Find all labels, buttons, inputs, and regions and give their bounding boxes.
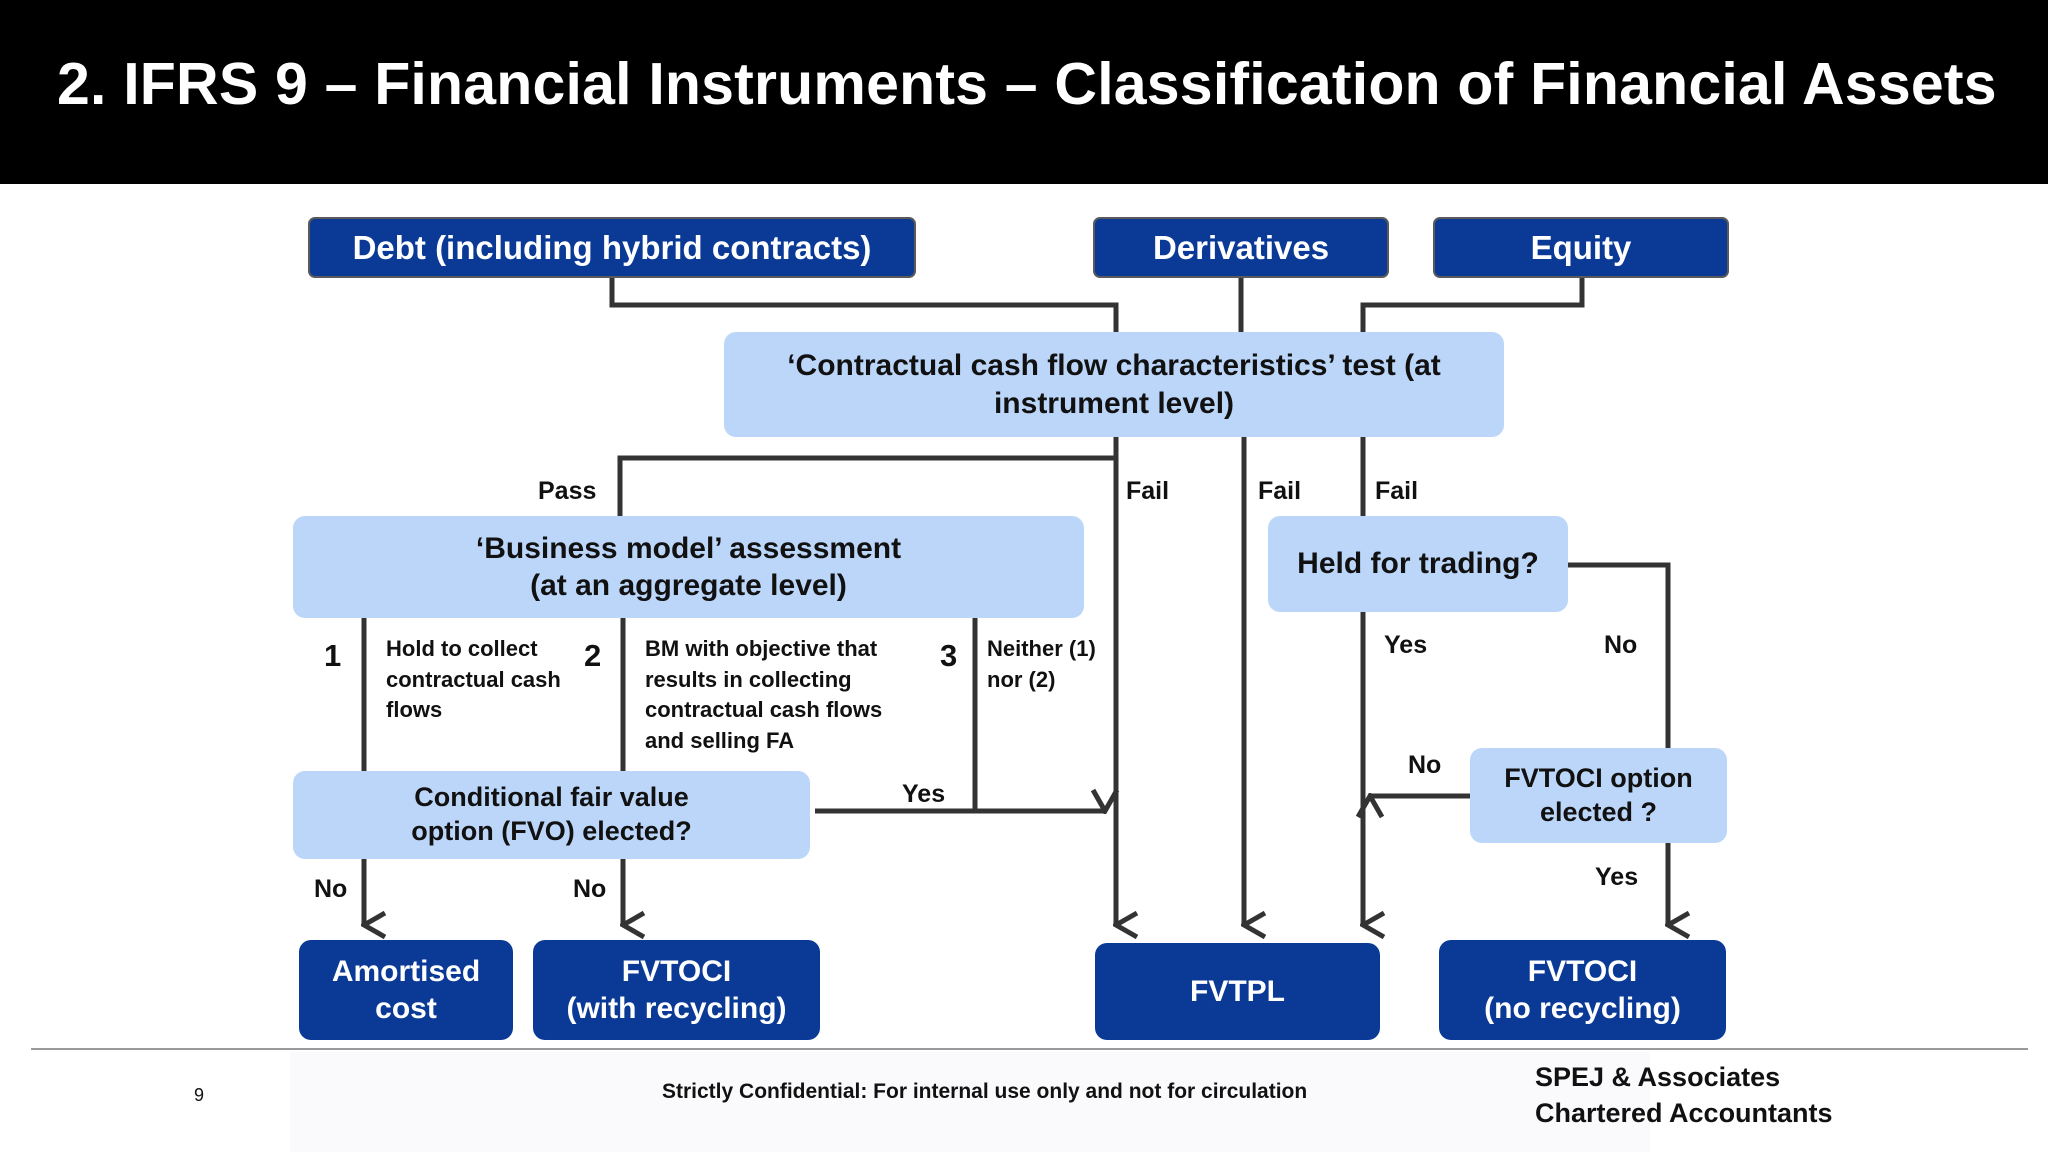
fvtoci-recycling-box: FVTOCI (with recycling): [533, 940, 820, 1040]
footer-divider: [31, 1048, 2028, 1050]
debt-category-label: Debt (including hybrid contracts): [352, 228, 872, 266]
bm1-description: Hold to collect contractual cash flows: [386, 634, 561, 726]
debt-fail-label: Fail: [1126, 477, 1170, 505]
pass-label: Pass: [538, 477, 597, 505]
fvtoci-recycling-line1: FVTOCI: [621, 954, 732, 988]
amortised-cost-box: Amortised cost: [299, 940, 513, 1040]
bm3-description: Neither (1) nor (2): [987, 634, 1096, 695]
fvtoci-no-recycling-box: FVTOCI (no recycling): [1439, 940, 1726, 1040]
hft-no-label: No: [1604, 631, 1638, 659]
pass-connector: [617, 436, 1119, 518]
derivatives-fail-label: Fail: [1258, 477, 1302, 505]
bm2-line: BM with objective that: [645, 636, 878, 661]
bm1-no-label: No: [314, 875, 348, 903]
fvo-line2: option (FVO) elected?: [411, 816, 692, 846]
fvtpl-box: FVTPL: [1095, 943, 1380, 1040]
bm1-line: contractual cash: [386, 666, 561, 692]
derivatives-category-label: Derivatives: [1152, 228, 1330, 266]
fvtoci-option-line2: elected ?: [1539, 796, 1658, 827]
fvtoci-no-recycling-line1: FVTOCI: [1527, 954, 1638, 988]
sppi-test-line1: ‘Contractual cash flow characteristics’ …: [787, 349, 1441, 382]
fvo-line1: Conditional fair value: [414, 782, 689, 813]
fvo-yes-label: Yes: [902, 780, 946, 808]
fvtoci-option-line1: FVTOCI option: [1504, 762, 1693, 793]
bm2-number: 2: [584, 638, 602, 673]
business-model-line2: (at an aggregate level): [530, 569, 847, 602]
slide-title: 2. IFRS 9 – Financial Instruments – Clas…: [57, 51, 1997, 117]
fvtoci-option-box: FVTOCI option elected ?: [1470, 748, 1727, 843]
hft-no-connector: [1567, 562, 1671, 750]
amortised-cost-line2: cost: [375, 992, 437, 1025]
bm3-line: nor (2): [987, 666, 1056, 692]
amortised-cost-line1: Amortised: [331, 954, 481, 988]
equity-category-label: Equity: [1530, 228, 1632, 266]
fvtoci-yes-label: Yes: [1595, 863, 1639, 891]
bm1-line: Hold to collect: [386, 636, 538, 661]
bm2-no-label: No: [573, 875, 607, 903]
business-model-line1: ‘Business model’ assessment: [475, 531, 902, 565]
sppi-test-line2: instrument level): [993, 386, 1235, 420]
bm3-line: Neither (1): [987, 636, 1096, 661]
firm-name-line1: SPEJ & Associates: [1535, 1062, 1781, 1092]
bm1-number: 1: [324, 638, 342, 673]
bm2-line: contractual cash flows: [645, 697, 883, 723]
debt-to-sppi-connector: [609, 276, 1119, 335]
fvo-box: Conditional fair value option (FVO) elec…: [293, 771, 810, 859]
bm2-line: and selling FA: [645, 727, 795, 753]
bm3-number: 3: [940, 638, 958, 673]
confidentiality-notice: Strictly Confidential: For internal use …: [662, 1080, 1308, 1103]
equity-fail-label: Fail: [1375, 477, 1419, 505]
fvtoci-no-label: No: [1408, 751, 1442, 779]
bm2-description: BM with objective that results in collec…: [645, 634, 882, 756]
firm-name: SPEJ & Associates Chartered Accountants: [1535, 1060, 1833, 1131]
held-for-trading-box: Held for trading?: [1268, 516, 1568, 612]
fvtoci-recycling-line2: (with recycling): [566, 992, 787, 1025]
hft-yes-label: Yes: [1384, 631, 1428, 659]
equity-category-box: Equity: [1433, 217, 1729, 278]
held-for-trading-label: Held for trading?: [1297, 547, 1539, 581]
footer-background: [290, 1052, 1650, 1152]
firm-name-line2: Chartered Accountants: [1535, 1097, 1833, 1128]
title-bar: 2. IFRS 9 – Financial Instruments – Clas…: [0, 0, 2048, 184]
fvtoci-no-recycling-line2: (no recycling): [1484, 992, 1681, 1025]
fvtpl-label: FVTPL: [1190, 974, 1285, 1008]
equity-to-sppi-connector: [1360, 276, 1585, 335]
business-model-box: ‘Business model’ assessment (at an aggre…: [293, 516, 1084, 618]
debt-category-box: Debt (including hybrid contracts): [308, 217, 916, 278]
derivatives-category-box: Derivatives: [1093, 217, 1389, 278]
bm2-line: results in collecting: [645, 666, 852, 692]
sppi-test-box: ‘Contractual cash flow characteristics’ …: [724, 332, 1504, 437]
bm1-line: flows: [386, 697, 443, 723]
page-number: 9: [194, 1085, 205, 1105]
